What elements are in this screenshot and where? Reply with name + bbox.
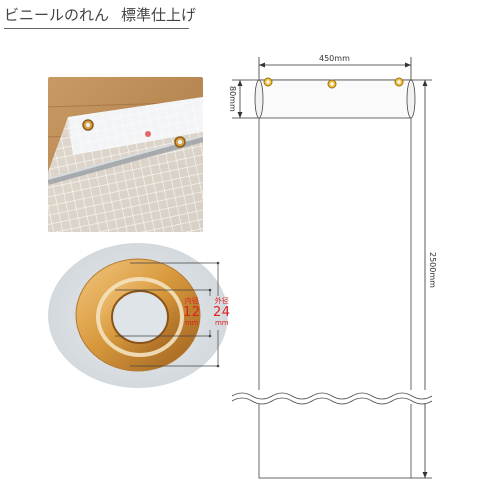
outer-diameter-value: 24 xyxy=(213,305,231,320)
inner-diameter-name: 内径 xyxy=(184,297,199,305)
length-label: 2500mm xyxy=(428,252,437,288)
title-underline xyxy=(4,28,189,29)
width-label: 450mm xyxy=(319,54,350,63)
outer-diameter-unit: mm xyxy=(214,319,229,327)
band-label: 80mm xyxy=(228,86,237,112)
grommet-photo xyxy=(48,243,228,388)
inner-diameter-unit: mm xyxy=(184,319,199,327)
curtain-body xyxy=(230,79,440,479)
outer-diameter-label: 外径 24 mm xyxy=(213,296,231,327)
grommet-leaders xyxy=(115,261,220,368)
width-dimension xyxy=(258,57,412,80)
length-dimension xyxy=(411,79,432,479)
inner-diameter-value: 12 xyxy=(183,305,201,320)
grommets xyxy=(263,77,404,89)
curtain-photo xyxy=(48,77,203,232)
page-title: ビニールのれん標準仕上げ xyxy=(4,4,197,29)
band-dimension xyxy=(232,79,258,119)
title-sub: 標準仕上げ xyxy=(121,6,197,24)
outer-diameter-name: 外径 xyxy=(214,297,229,305)
inner-diameter-label: 内径 12 mm xyxy=(183,296,201,327)
title-main: ビニールのれん xyxy=(4,6,110,24)
